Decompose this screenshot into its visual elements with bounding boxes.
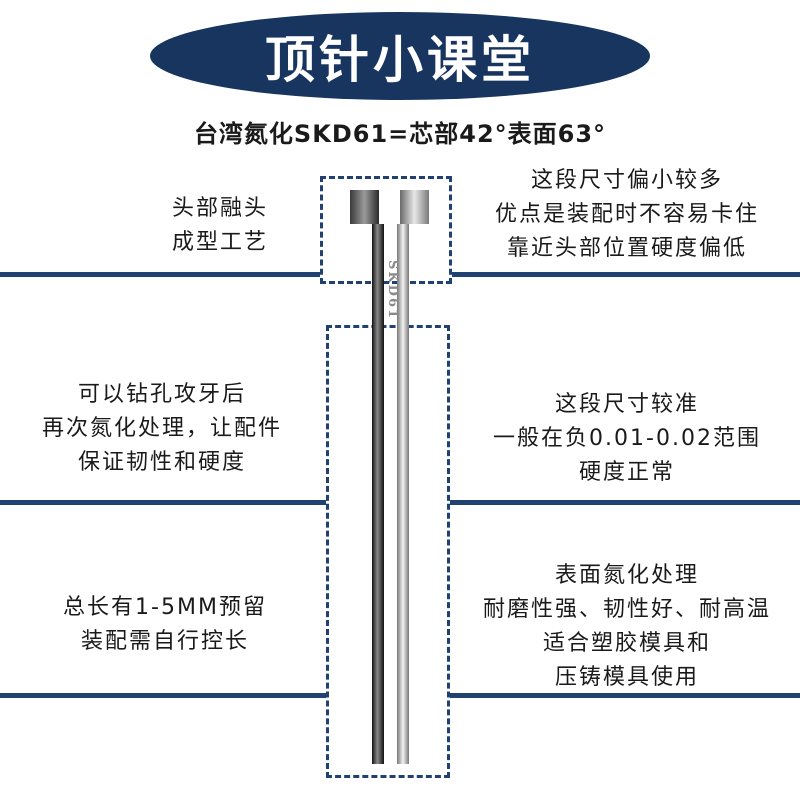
text-line: 压铸模具使用 (554, 665, 699, 690)
text-line: 耐磨性强、韧性好、耐高温 (482, 597, 771, 622)
text-line: 这段尺寸较准 (554, 392, 699, 417)
text-line: 适合塑胶模具和 (542, 631, 711, 656)
head-section-box (320, 176, 452, 284)
text-line: 成型工艺 (171, 230, 268, 255)
text-line: 表面氮化处理 (554, 563, 699, 588)
page-title: 顶针小课堂 (265, 31, 535, 89)
text-line: 一般在负0.01-0.02范围 (493, 426, 761, 451)
light-pin (397, 190, 429, 764)
text-line: 装配需自行控长 (80, 629, 249, 654)
left-middle-note: 可以钻孔攻牙后 再次氮化处理，让配件 保证韧性和硬度 (14, 378, 310, 480)
right-bottom-note: 表面氮化处理 耐磨性强、韧性好、耐高温 适合塑胶模具和 压铸模具使用 (462, 559, 792, 695)
right-head-note: 这段尺寸偏小较多 优点是装配时不容易卡住 靠近头部位置硬度偏低 (462, 164, 792, 266)
text-line: 优点是装配时不容易卡住 (494, 202, 759, 227)
material-spec: 台湾氮化SKD61=芯部42°表面63° (193, 120, 607, 148)
right-middle-note: 这段尺寸较准 一般在负0.01-0.02范围 硬度正常 (462, 388, 792, 490)
body-section-box (326, 325, 450, 778)
text-line: 可以钻孔攻牙后 (77, 382, 246, 407)
text-line: 再次氮化处理，让配件 (41, 416, 282, 441)
text-line: 这段尺寸偏小较多 (530, 168, 723, 193)
text-line: 硬度正常 (578, 460, 675, 485)
dark-pin (350, 190, 384, 764)
text-line: 保证韧性和硬度 (77, 450, 246, 475)
text-line: 头部融头 (171, 196, 268, 221)
pin-engraving: SKD61 (385, 260, 400, 321)
title-banner: 顶针小课堂 (150, 12, 650, 100)
text-line: 总长有1-5MM预留 (63, 595, 267, 620)
left-bottom-note: 总长有1-5MM预留 装配需自行控长 (30, 591, 300, 659)
text-line: 靠近头部位置硬度偏低 (506, 236, 747, 261)
left-head-note: 头部融头 成型工艺 (140, 192, 300, 260)
